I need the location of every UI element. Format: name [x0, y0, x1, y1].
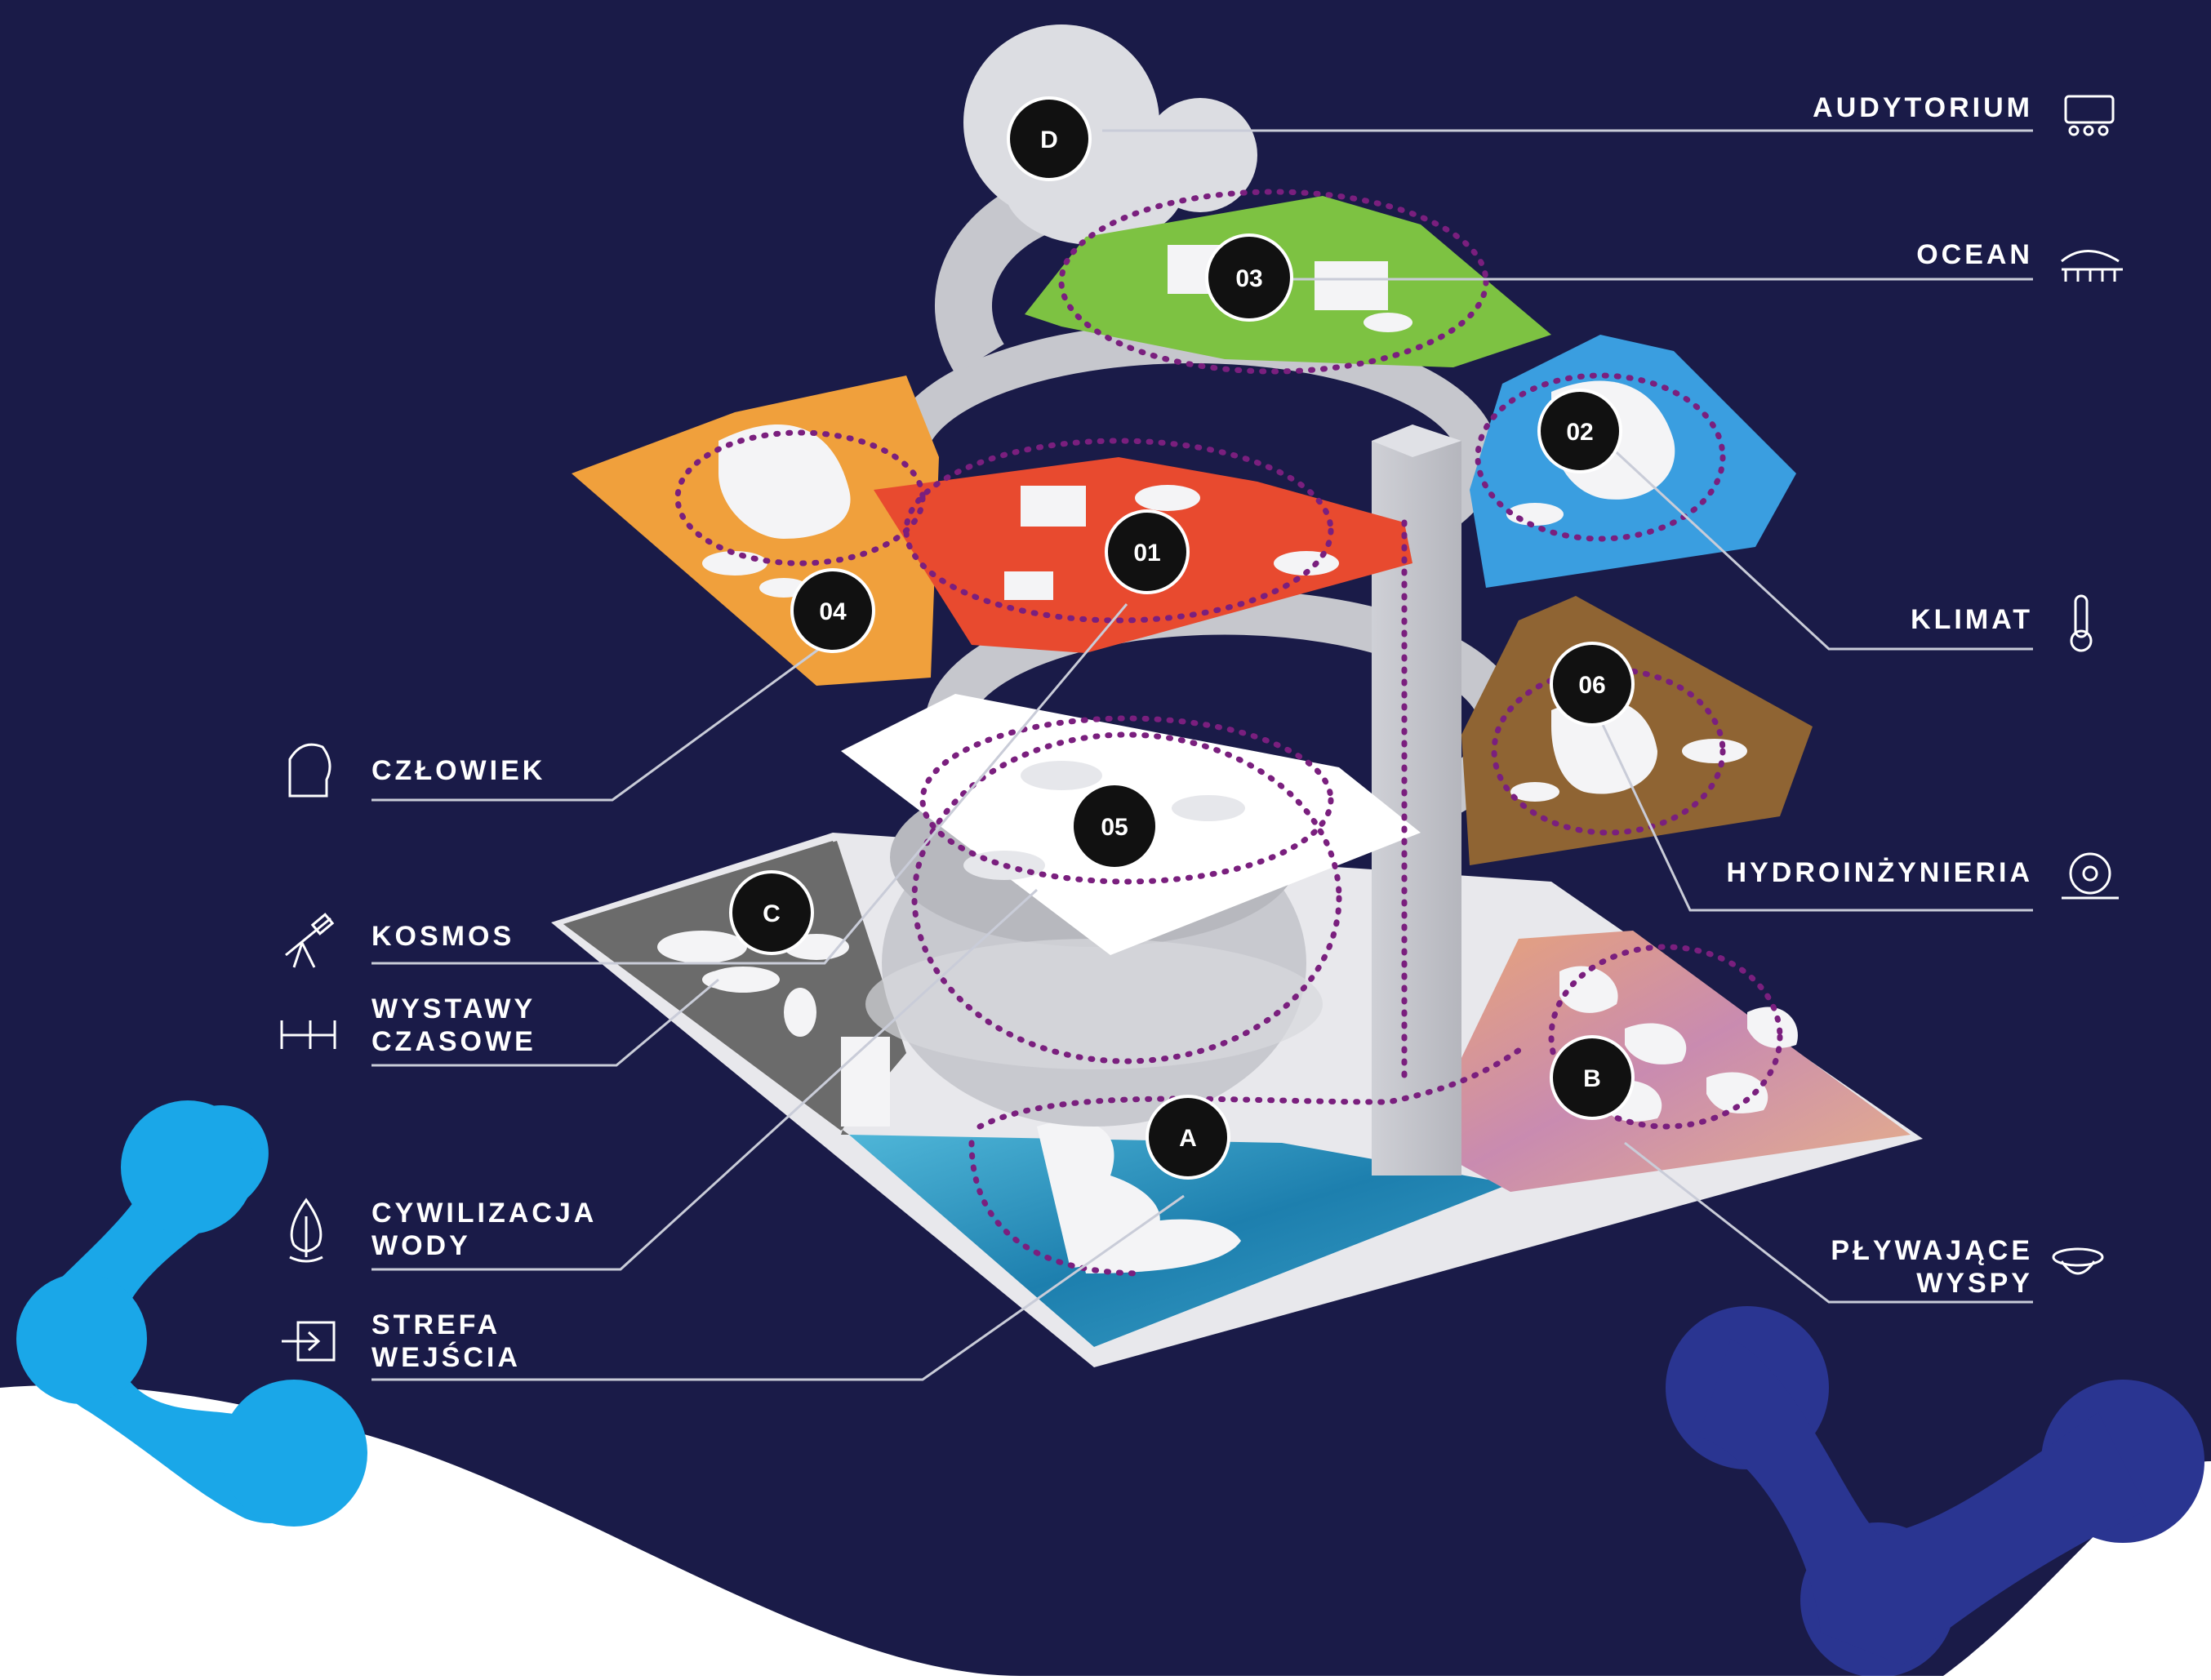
svg-text:A: A: [1179, 1125, 1197, 1152]
svg-text:01: 01: [1133, 540, 1160, 567]
svg-text:CZASOWE: CZASOWE: [371, 1026, 536, 1057]
marker-01[interactable]: 01: [1105, 509, 1190, 594]
svg-text:KLIMAT: KLIMAT: [1911, 604, 2033, 635]
svg-text:WYSPY: WYSPY: [1916, 1268, 2033, 1299]
marker-02[interactable]: 02: [1537, 389, 1622, 473]
svg-text:KOSMOS: KOSMOS: [371, 921, 514, 952]
marker-B[interactable]: B: [1550, 1035, 1635, 1120]
floating-island-icon: [2052, 1247, 2104, 1275]
svg-text:PŁYWAJĄCE: PŁYWAJĄCE: [1831, 1235, 2033, 1266]
marker-04[interactable]: 04: [790, 568, 875, 653]
light-blue-molecule-decoration: [16, 1100, 367, 1527]
telescope-icon: [285, 913, 335, 968]
auditorium-icon: [2064, 95, 2115, 136]
exhibition-rail-icon: [280, 1020, 336, 1049]
svg-text:CZŁOWIEK: CZŁOWIEK: [371, 755, 545, 786]
svg-text:06: 06: [1578, 672, 1605, 699]
thermometer-icon: [2070, 594, 2093, 652]
svg-text:WYSTAWY: WYSTAWY: [371, 993, 536, 1024]
label-strefa-wejscia[interactable]: STREFA WEJŚCIA: [282, 1309, 521, 1373]
marker-03[interactable]: 03: [1205, 233, 1293, 322]
svg-text:04: 04: [819, 598, 847, 625]
label-klimat[interactable]: KLIMAT: [1911, 594, 2093, 652]
entrance-icon: [282, 1321, 336, 1362]
head-icon: [288, 743, 331, 798]
svg-text:03: 03: [1235, 265, 1262, 292]
label-audytorium[interactable]: AUDYTORIUM: [1813, 92, 2115, 136]
water-drop-leaf-icon: [289, 1198, 323, 1263]
label-kosmos[interactable]: KOSMOS: [285, 913, 514, 968]
label-wystawy-czasowe[interactable]: WYSTAWY CZASOWE: [280, 993, 536, 1057]
svg-text:STREFA: STREFA: [371, 1309, 500, 1340]
marker-D[interactable]: D: [1007, 96, 1092, 181]
ocean-icon: [2061, 250, 2123, 282]
label-plywajace-wyspy[interactable]: PŁYWAJĄCE WYSPY: [1831, 1235, 2104, 1299]
svg-text:B: B: [1583, 1065, 1601, 1092]
svg-text:05: 05: [1101, 814, 1128, 841]
leader-lines: [371, 129, 2033, 1381]
svg-text:C: C: [763, 900, 781, 927]
label-cywilizacja-wody[interactable]: CYWILIZACJA WODY: [289, 1198, 597, 1263]
svg-text:OCEAN: OCEAN: [1916, 239, 2033, 270]
marker-05[interactable]: 05: [1070, 782, 1159, 870]
svg-text:AUDYTORIUM: AUDYTORIUM: [1813, 92, 2033, 123]
svg-text:WEJŚCIA: WEJŚCIA: [371, 1342, 521, 1373]
marker-C[interactable]: C: [729, 870, 814, 955]
label-ocean[interactable]: OCEAN: [1916, 239, 2123, 282]
label-czlowiek[interactable]: CZŁOWIEK: [288, 743, 545, 798]
marker-A[interactable]: A: [1146, 1095, 1230, 1180]
visitor-route: [674, 189, 1783, 1277]
svg-text:02: 02: [1566, 419, 1593, 446]
water-wheel-icon: [2062, 852, 2119, 900]
label-hydroinzynieria[interactable]: HYDROINŻYNIERIA: [1727, 852, 2119, 900]
svg-text:HYDROINŻYNIERIA: HYDROINŻYNIERIA: [1727, 857, 2033, 888]
dark-blue-molecule-decoration: [1666, 1306, 2204, 1678]
marker-06[interactable]: 06: [1550, 642, 1635, 727]
svg-text:CYWILIZACJA: CYWILIZACJA: [371, 1198, 597, 1229]
svg-text:D: D: [1040, 127, 1058, 153]
svg-text:WODY: WODY: [371, 1230, 471, 1261]
